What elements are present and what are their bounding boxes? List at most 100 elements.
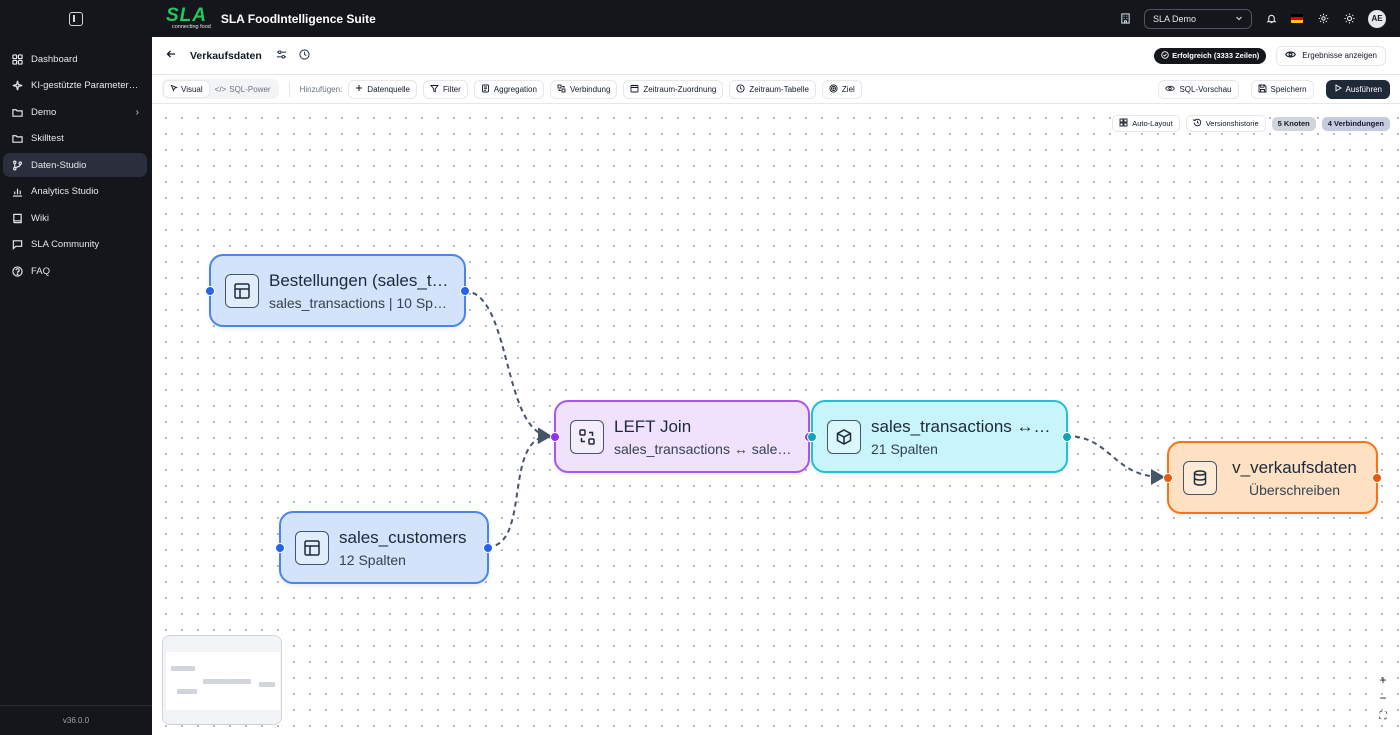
version-history-label: Versionshistorie <box>1205 119 1259 128</box>
header-actions: Erfolgreich (3333 Zeilen) Ergebnisse anz… <box>1154 45 1386 66</box>
add-join-button[interactable]: Verbindung <box>549 79 618 99</box>
canvas-tools: Auto-Layout Versionshistorie 5 Knoten 4 … <box>1112 115 1390 132</box>
node-output-handle[interactable] <box>460 285 470 296</box>
add-period-table-label: Zeitraum-Tabelle <box>749 84 809 94</box>
add-aggregation-button[interactable]: Aggregation <box>473 79 544 99</box>
join-icon <box>570 419 604 454</box>
minimap-node <box>177 689 197 694</box>
node-subtitle: sales_transactions ↔ sales_customers <box>614 440 794 457</box>
brand-logo[interactable]: SLA connecting food <box>166 6 211 31</box>
node-subtitle: 12 Spalten <box>339 551 406 568</box>
sidebar-item-sla-community[interactable]: SLA Community <box>3 233 147 257</box>
node-output-handle[interactable] <box>483 542 493 553</box>
page-header: Verkaufsdaten Erfolgreich (3333 Zeilen) … <box>152 37 1400 75</box>
edge-count-badge: 4 Verbindungen <box>1321 116 1390 131</box>
editor-toolbar: Visual </> SQL-Power Hinzufügen: Datenqu… <box>152 75 1400 104</box>
top-bar-actions: SLA Demo AE <box>1118 8 1386 29</box>
eye-icon <box>1285 49 1297 62</box>
add-join-label: Verbindung <box>569 84 611 94</box>
node-input-handle[interactable] <box>275 542 285 553</box>
sidebar-item-label: KI-gestützte Parameterermittlung <box>31 80 139 91</box>
mode-visual-label: Visual <box>181 84 203 94</box>
clock-icon[interactable] <box>299 47 310 65</box>
node-input-handle[interactable] <box>1163 472 1173 483</box>
show-results-button[interactable]: Ergebnisse anzeigen <box>1276 45 1386 66</box>
join-icon <box>557 84 566 95</box>
add-target-button[interactable]: Ziel <box>821 79 862 99</box>
sidebar-item-ki-parameter[interactable]: KI-gestützte Parameterermittlung <box>3 74 147 98</box>
toolbar-divider <box>288 81 290 97</box>
sidebar-item-dashboard[interactable]: Dashboard <box>3 47 147 71</box>
plus-icon <box>355 84 363 94</box>
sidebar-item-wiki[interactable]: Wiki <box>3 206 147 230</box>
sliders-icon[interactable] <box>276 47 287 65</box>
sidebar-item-label: Demo <box>31 106 57 118</box>
back-arrow-icon[interactable] <box>166 49 176 62</box>
sidebar-nav: Dashboard KI-gestützte Parameterermittlu… <box>3 47 147 286</box>
history-icon <box>1193 118 1202 129</box>
gear-icon[interactable] <box>1316 12 1330 26</box>
node-join-result[interactable]: sales_transactions ↔ sales_customers 21 … <box>807 400 1072 473</box>
node-customers[interactable]: sales_customers 12 Spalten <box>275 511 493 584</box>
auto-layout-button[interactable]: Auto-Layout <box>1112 115 1180 132</box>
language-flag-icon[interactable] <box>1290 12 1304 26</box>
clock-icon <box>736 83 745 95</box>
mode-sql-label: SQL-Power <box>229 84 271 94</box>
building-icon <box>1118 12 1132 26</box>
workspace-select[interactable]: SLA Demo <box>1144 8 1252 29</box>
save-button[interactable]: Speichern <box>1250 79 1314 99</box>
top-bar: SLA connecting food SLA FoodIntelligence… <box>152 0 1400 37</box>
run-button[interactable]: Ausführen <box>1325 79 1390 99</box>
flow-canvas[interactable]: Auto-Layout Versionshistorie 5 Knoten 4 … <box>152 104 1400 735</box>
sidebar-item-label: Wiki <box>31 212 49 224</box>
node-title: v_verkaufsdaten <box>1232 457 1357 477</box>
sidebar-item-demo[interactable]: Demo › <box>3 100 147 124</box>
node-output-handle[interactable] <box>1372 472 1382 483</box>
node-output-handle[interactable] <box>1062 431 1072 442</box>
help-icon <box>11 265 23 277</box>
add-filter-button[interactable]: Filter <box>423 79 468 99</box>
sun-icon[interactable] <box>1342 12 1356 26</box>
minimap-node <box>171 666 195 671</box>
node-input-handle[interactable] <box>205 285 215 296</box>
node-subtitle: Überschreiben <box>1248 481 1341 498</box>
sidebar-item-skilltest[interactable]: Skilltest <box>3 127 147 151</box>
zoom-out-button[interactable]: − <box>1379 691 1387 705</box>
node-input-handle[interactable] <box>550 431 560 442</box>
node-target[interactable]: v_verkaufsdaten Überschreiben <box>1163 441 1382 514</box>
add-period-mapping-button[interactable]: Zeitraum-Zuordnung <box>623 79 724 99</box>
zoom-in-button[interactable]: + <box>1379 673 1387 687</box>
node-join[interactable]: LEFT Join sales_transactions ↔ sales_cus… <box>550 400 814 473</box>
sidebar-item-analytics-studio[interactable]: Analytics Studio <box>3 180 147 204</box>
target-icon <box>829 83 838 95</box>
show-results-label: Ergebnisse anzeigen <box>1302 51 1377 60</box>
calendar-icon <box>630 84 639 95</box>
version-history-button[interactable]: Versionshistorie <box>1185 115 1266 132</box>
mode-sql-button[interactable]: </> SQL-Power <box>209 81 277 97</box>
sidebar-item-faq[interactable]: FAQ <box>3 259 147 283</box>
branch-icon <box>11 159 23 171</box>
sidebar-toggle-icon[interactable] <box>69 11 83 26</box>
node-title: Bestellungen (sales_transactions) <box>269 270 450 290</box>
mode-toggle: Visual </> SQL-Power <box>162 79 279 99</box>
sidebar: Dashboard KI-gestützte Parameterermittlu… <box>0 0 152 735</box>
add-period-table-button[interactable]: Zeitraum-Tabelle <box>729 79 816 99</box>
play-icon <box>1334 84 1342 94</box>
aggregation-icon <box>481 84 490 95</box>
mode-visual-button[interactable]: Visual <box>164 81 209 97</box>
add-datasource-label: Datenquelle <box>367 84 410 94</box>
bell-icon[interactable] <box>1264 12 1278 26</box>
avatar[interactable]: AE <box>1368 9 1386 28</box>
add-datasource-button[interactable]: Datenquelle <box>348 79 417 99</box>
fit-view-button[interactable]: ⛶ <box>1379 710 1387 722</box>
pointer-icon <box>170 84 178 94</box>
node-subtitle: 21 Spalten <box>871 440 938 457</box>
sql-preview-button[interactable]: SQL-Vorschau <box>1158 79 1239 99</box>
node-orders[interactable]: Bestellungen (sales_transactions) sales_… <box>205 254 470 327</box>
grid-icon <box>11 53 23 65</box>
node-input-handle[interactable] <box>807 431 817 442</box>
app-title: SLA FoodIntelligence Suite <box>220 11 376 26</box>
auto-layout-label: Auto-Layout <box>1132 119 1173 128</box>
minimap[interactable] <box>162 635 282 725</box>
sidebar-item-daten-studio[interactable]: Daten-Studio <box>3 153 147 177</box>
